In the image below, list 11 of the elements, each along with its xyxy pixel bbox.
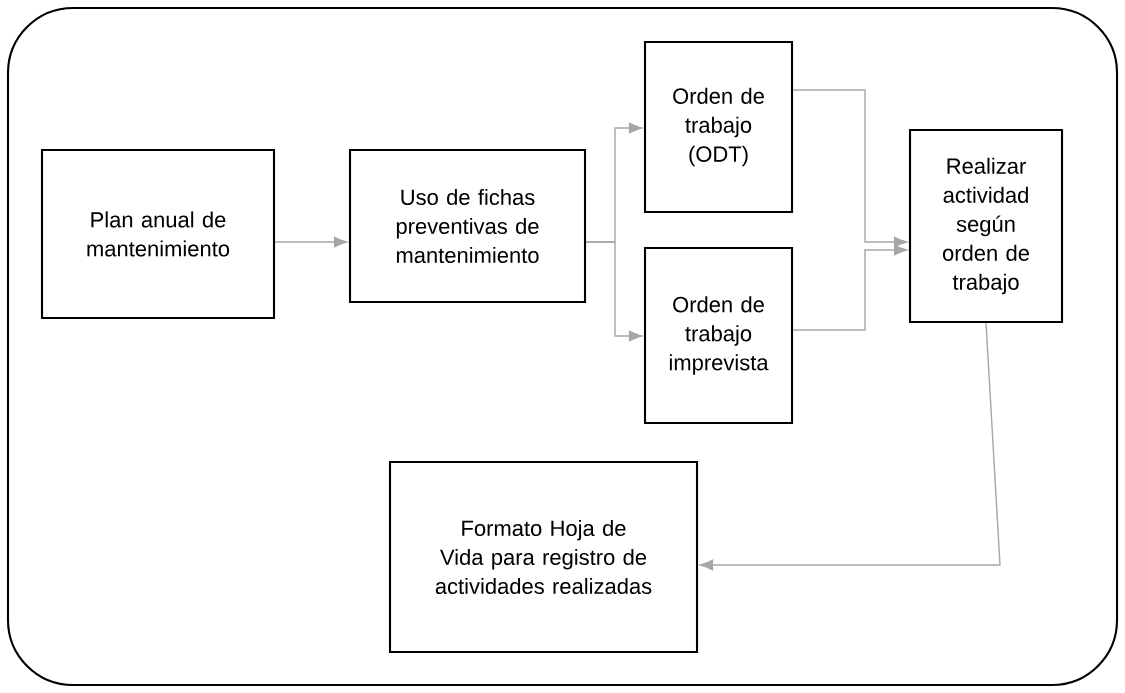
arrow — [792, 244, 907, 331]
arrow — [585, 241, 642, 342]
arrow — [274, 236, 347, 248]
process-box: Orden de trabajo (ODT) — [643, 40, 794, 214]
process-box: Uso de fichas preventivas de mantenimiento — [348, 148, 587, 304]
arrow — [792, 89, 907, 248]
process-box: Orden de trabajo imprevista — [643, 246, 794, 425]
process-box: Formato Hoja de Vida para registro de actividades realizadas — [388, 460, 699, 654]
arrow — [700, 322, 1001, 571]
process-box: Plan anual de mantenimiento — [40, 148, 276, 320]
process-box: Realizar actividad según orden de trabajo — [908, 128, 1064, 324]
